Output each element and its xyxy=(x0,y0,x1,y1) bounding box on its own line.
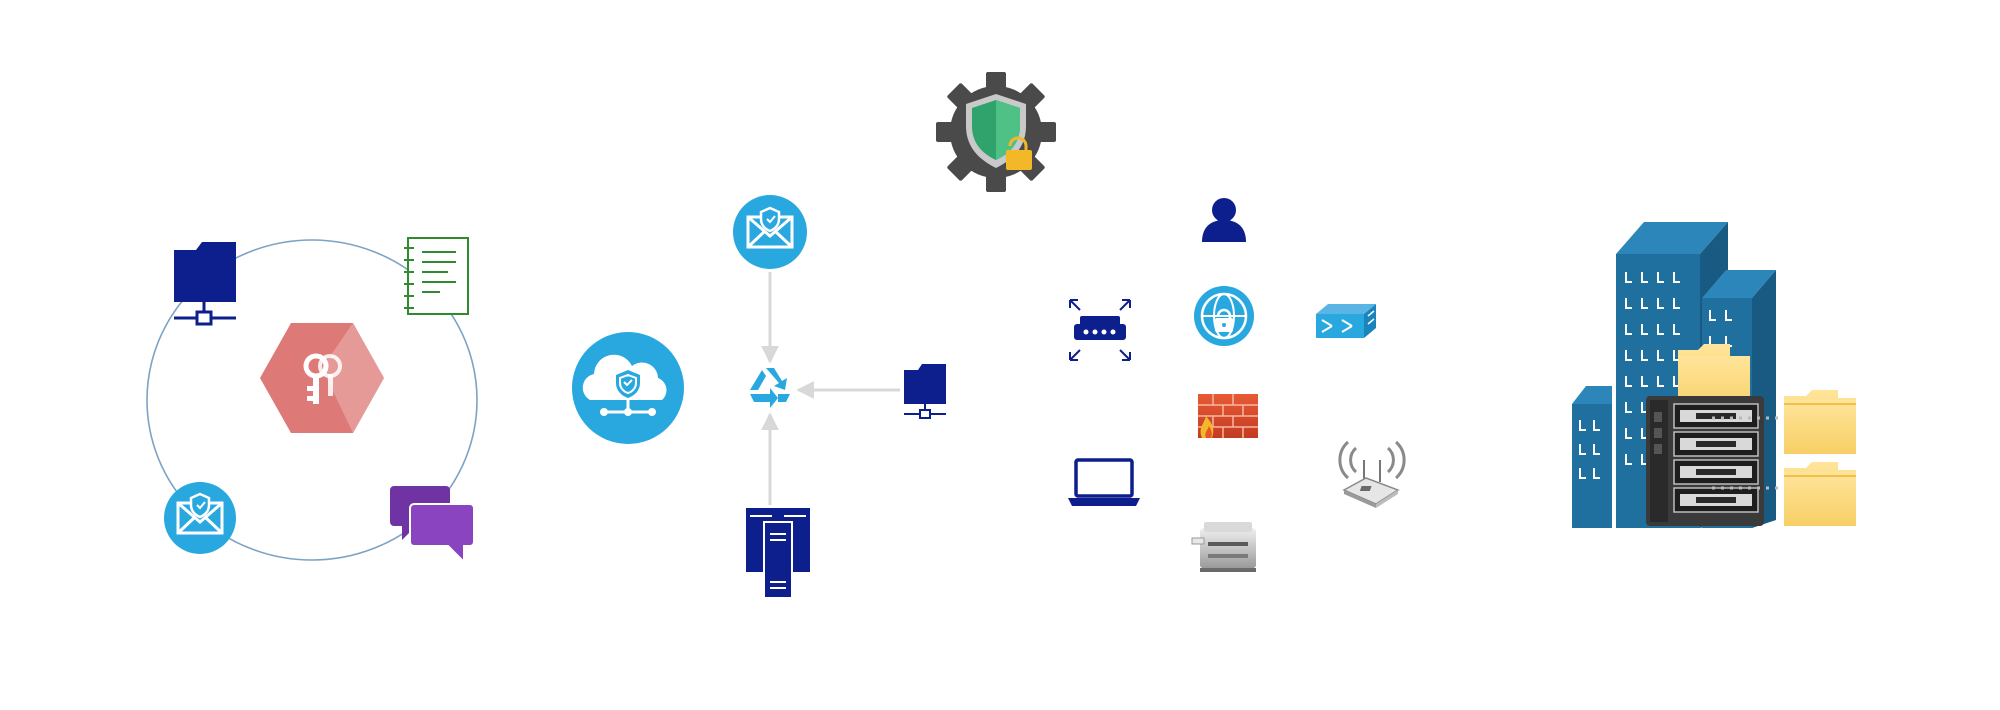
switch-icon xyxy=(1316,304,1376,338)
globe-lock-icon xyxy=(1194,286,1254,346)
folder-icon xyxy=(1784,390,1856,454)
user-icon xyxy=(1202,198,1246,242)
router-icon xyxy=(1069,299,1131,361)
secure-mail-icon xyxy=(164,482,236,554)
network-folder-icon xyxy=(904,364,946,419)
cluster-ring xyxy=(146,239,478,561)
laptop-icon xyxy=(1068,458,1140,506)
chat-bubbles-icon xyxy=(390,486,475,565)
document-icon xyxy=(404,237,469,315)
right-cluster xyxy=(1572,222,1856,528)
printer-icon xyxy=(1191,522,1256,572)
key-hexagon-icon xyxy=(260,323,384,433)
folder-icon xyxy=(1784,462,1856,526)
drive-bays xyxy=(1673,403,1759,513)
nas-storage-icon xyxy=(1646,396,1764,526)
recycle-icon xyxy=(750,368,790,408)
wireless-access-point-icon xyxy=(1338,440,1406,508)
gear-shield-lock-icon xyxy=(936,72,1056,192)
firewall-icon xyxy=(1198,394,1258,438)
left-cluster xyxy=(146,237,478,565)
network-cluster xyxy=(1068,198,1406,572)
middle-cluster xyxy=(572,72,1056,599)
network-folder-icon xyxy=(174,242,236,326)
server-rack-icon xyxy=(746,508,810,599)
secure-cloud-icon xyxy=(572,332,684,444)
secure-mail-icon xyxy=(733,195,807,269)
